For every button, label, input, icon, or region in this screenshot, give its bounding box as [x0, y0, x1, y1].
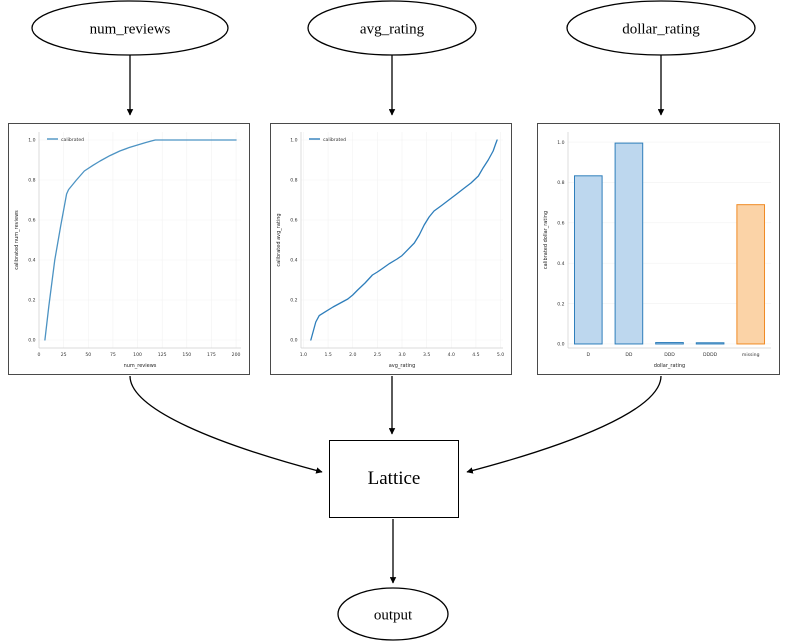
y-tick-label: 0.6: [557, 221, 564, 227]
bar-D: [574, 175, 603, 345]
bar-DD: [614, 142, 644, 345]
input-node-avg_rating[interactable]: avg_rating: [307, 0, 477, 56]
input-node-avg_rating-label: avg_rating: [360, 22, 425, 38]
y-tick-label: 0.8: [28, 178, 35, 184]
x-tick-label: 175: [207, 352, 216, 358]
series-line-calibrated: [310, 139, 498, 341]
x-tick-label: 125: [158, 352, 167, 358]
y-tick-label: 0.4: [290, 258, 297, 264]
x-axis-title: dollar_rating: [654, 363, 685, 369]
x-tick-label: 100: [133, 352, 142, 358]
x-axis-title: num_reviews: [124, 363, 157, 369]
x-tick-label: 2.0: [349, 352, 356, 358]
y-tick-label: 0.4: [28, 258, 35, 264]
y-axis-title: calibrated dollar_rating: [543, 211, 549, 269]
x-tick-label: DD: [625, 352, 633, 358]
x-tick-label: 75: [110, 352, 116, 358]
num_reviews_calibrator-plot: calibrated 0.0 0.2 0.4 0.6 0.8 1.0 0 25 50 75 100 12…: [14, 132, 241, 369]
output-node[interactable]: output: [337, 587, 449, 641]
x-tick-label: 200: [232, 352, 241, 358]
x-tick-label: 50: [85, 352, 91, 358]
y-tick-label: 0.4: [557, 261, 564, 267]
x-tick-label: 1.0: [300, 352, 307, 358]
y-tick-label: 0.2: [557, 301, 564, 307]
series-line-calibrated: [44, 139, 237, 341]
x-tick-label: DDDD: [703, 352, 718, 358]
input-node-num_reviews[interactable]: num_reviews: [31, 0, 229, 56]
x-tick-label: missing: [742, 352, 760, 358]
bar-DDDD: [695, 342, 725, 345]
x-tick-label: DDD: [664, 352, 675, 358]
y-axis-title: calibrated avg_rating: [276, 213, 282, 266]
bar-DDD: [655, 342, 684, 345]
x-tick-label: 5.0: [497, 352, 504, 358]
bar-missing: [736, 204, 766, 345]
y-tick-label: 0.2: [290, 298, 297, 304]
chart-panel-num-reviews: calibrated 0.0 0.2 0.4 0.6 0.8 1.0 0 25 50 75 100 12…: [8, 123, 250, 375]
input-node-num_reviews-label: num_reviews: [90, 22, 171, 38]
y-tick-label: 0.6: [290, 218, 297, 224]
x-tick-label: 3.0: [398, 352, 405, 358]
legend-label: calibrated: [323, 137, 346, 143]
y-tick-label: 0.6: [28, 218, 35, 224]
y-axis-title: calibrated num_reviews: [14, 210, 20, 270]
y-tick-label: 0.2: [28, 298, 35, 304]
y-tick-label: 0.0: [290, 338, 297, 344]
avg_rating_calibrator-plot: calibrated 0.0 0.2 0.4 0.6 0.8 1.0 1.0 1.5 2.0 2.5…: [276, 132, 504, 369]
x-tick-label: 1.5: [324, 352, 331, 358]
x-tick-label: D: [587, 352, 591, 358]
x-tick-label: 4.5: [472, 352, 479, 358]
y-tick-label: 1.0: [557, 140, 564, 146]
edge-chart3-to-lattice: [466, 375, 662, 474]
y-tick-label: 0.0: [557, 342, 564, 348]
legend-label: calibrated: [61, 137, 84, 143]
y-tick-label: 0.0: [28, 338, 35, 344]
lattice-node[interactable]: Lattice: [329, 440, 459, 518]
input-node-dollar_rating[interactable]: dollar_rating: [566, 0, 756, 56]
y-tick-label: 1.0: [290, 138, 297, 144]
y-tick-label: 1.0: [28, 138, 35, 144]
x-axis-title: avg_rating: [389, 363, 416, 369]
edge-chart1-to-lattice: [129, 375, 323, 474]
output-node-label: output: [374, 608, 413, 624]
x-tick-label: 150: [182, 352, 191, 358]
x-tick-label: 0: [38, 352, 41, 358]
x-tick-label: 2.5: [374, 352, 381, 358]
chart-panel-avg-rating: calibrated 0.0 0.2 0.4 0.6 0.8 1.0 1.0 1.5 2.0 2.5…: [270, 123, 512, 375]
x-tick-label: 4.0: [448, 352, 455, 358]
x-tick-label: 25: [61, 352, 67, 358]
y-tick-label: 0.8: [290, 178, 297, 184]
x-tick-label: 3.5: [423, 352, 430, 358]
input-node-dollar_rating-label: dollar_rating: [622, 22, 700, 38]
y-tick-label: 0.8: [557, 180, 564, 186]
